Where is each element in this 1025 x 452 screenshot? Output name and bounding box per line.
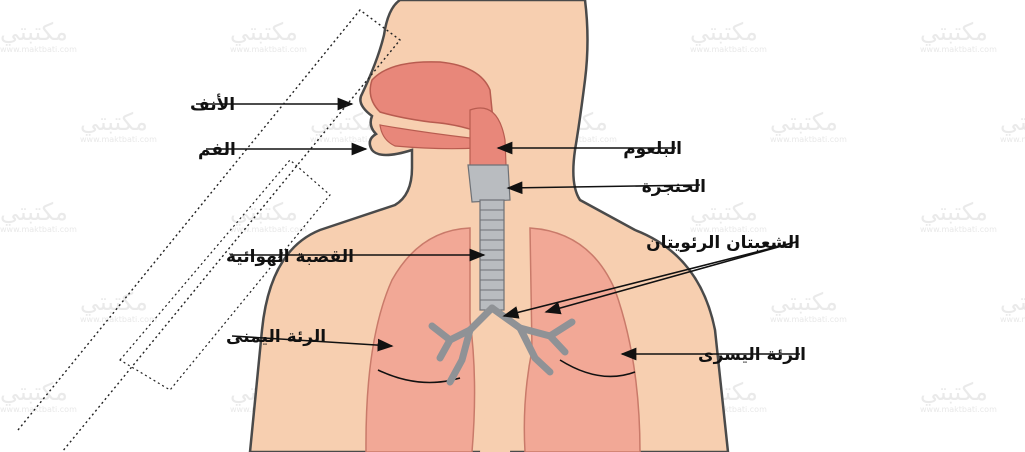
watermark-url: www.maktbati.com <box>920 225 997 234</box>
watermark-text: مكتبتي <box>920 378 988 406</box>
label-bronchi: الشعبتان الرئويتان <box>646 233 800 253</box>
watermark-text: مكتبتي <box>0 378 68 406</box>
watermark-text: مكتبتي <box>230 18 298 46</box>
label-left-lung: الرئة اليسرى <box>698 345 806 365</box>
watermark-text: مكتبتي <box>230 198 298 226</box>
watermark-text: مكتبتي <box>80 108 148 136</box>
watermark-text: مكتبتي <box>1000 288 1025 316</box>
watermark-text: مكتبتي <box>1000 108 1025 136</box>
watermark-text: مكتبتي <box>770 288 838 316</box>
watermark-url: www.maktbati.com <box>1000 315 1025 324</box>
watermark-url: www.maktbati.com <box>230 45 307 54</box>
watermark-url: www.maktbati.com <box>0 225 77 234</box>
watermark-text: مكتبتي <box>80 288 148 316</box>
watermark-text: مكتبتي <box>920 198 988 226</box>
watermark-url: www.maktbati.com <box>1000 135 1025 144</box>
watermark-text: مكتبتي <box>770 108 838 136</box>
label-right-lung: الرئة اليمنى <box>226 327 326 347</box>
watermark-text: مكتبتي <box>0 198 68 226</box>
larynx-shape <box>468 165 510 202</box>
watermark-text: مكتبتي <box>690 198 758 226</box>
watermark-url: www.maktbati.com <box>920 45 997 54</box>
watermark-url: www.maktbati.com <box>920 405 997 414</box>
watermark-text: مكتبتي <box>0 18 68 46</box>
watermark-url: www.maktbati.com <box>690 45 767 54</box>
label-pharynx: البلعوم <box>623 139 682 159</box>
label-mouth: الفم <box>198 140 236 160</box>
watermark-text: مكتبتي <box>920 18 988 46</box>
label-larynx: الحنجرة <box>642 177 706 197</box>
watermark-url: www.maktbati.com <box>770 315 847 324</box>
watermark-url: www.maktbati.com <box>770 135 847 144</box>
label-trachea: القصبة الهوائية <box>226 247 354 267</box>
watermark-url: www.maktbati.com <box>0 405 77 414</box>
watermark-url: www.maktbati.com <box>80 135 157 144</box>
watermark-url: www.maktbati.com <box>0 45 77 54</box>
watermark-text: مكتبتي <box>690 18 758 46</box>
watermark-url: www.maktbati.com <box>80 315 157 324</box>
label-nose: الأنف <box>190 94 235 115</box>
